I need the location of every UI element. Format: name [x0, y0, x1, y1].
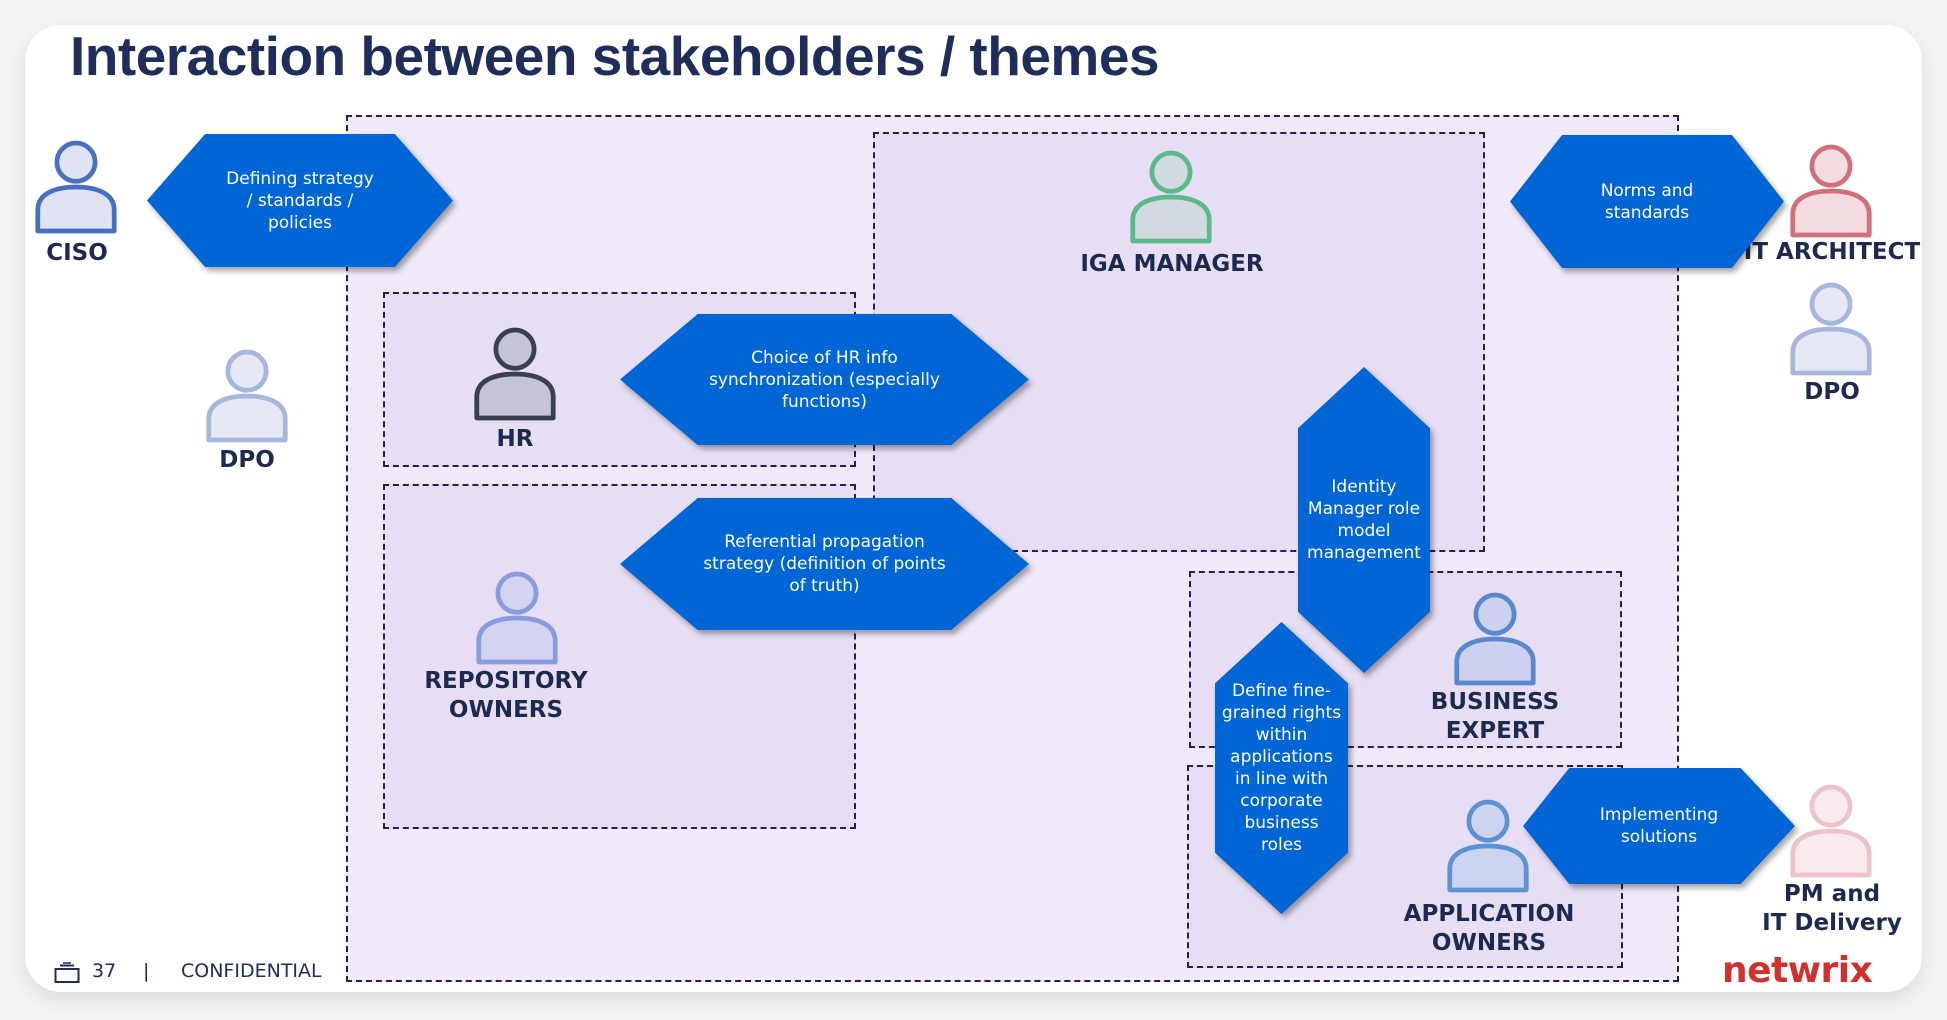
- theme-text-line: in line with: [1234, 769, 1329, 789]
- theme-text-line: applications: [1230, 747, 1333, 767]
- theme-text-line: functions): [782, 391, 867, 412]
- ciso-label: CISO: [46, 240, 108, 266]
- theme-norms-standards: Norms and standards: [1510, 135, 1784, 268]
- theme-referential-propagation-shape: Referential propagation strategy (defini…: [620, 498, 1029, 630]
- ciso-person-icon: [33, 138, 119, 236]
- theme-text-line: / standards /: [246, 190, 354, 211]
- theme-hr-sync-shape: Choice of HR info synchronization (espec…: [620, 314, 1029, 445]
- dpo-left-label: DPO: [219, 447, 275, 473]
- slides-icon: [54, 962, 80, 983]
- theme-norms-standards-shape: Norms and standards: [1510, 135, 1784, 268]
- dpo-left-person-icon: [204, 347, 290, 445]
- theme-text-line: synchronization (especially: [709, 369, 940, 390]
- theme-text-line: within: [1255, 725, 1308, 745]
- pm-it-delivery-person-icon: [1788, 782, 1874, 880]
- theme-text-line: of truth): [789, 576, 860, 596]
- it-architect-person-icon: [1788, 142, 1874, 240]
- theme-referential-propagation: Referential propagation strategy (defini…: [620, 498, 1029, 630]
- classification-label: CONFIDENTIAL: [181, 960, 322, 982]
- netwrix-logo: netwrix: [1722, 950, 1873, 991]
- theme-text-line: management: [1307, 543, 1421, 563]
- hr-person-icon: [472, 325, 558, 423]
- pm-it-delivery-label: PM and IT Delivery: [1762, 880, 1902, 938]
- pm-it-delivery-label-line2: IT Delivery: [1762, 910, 1902, 936]
- theme-implementing-solutions-shape: Implementing solutions: [1523, 768, 1795, 884]
- iga-manager-person-icon: [1128, 148, 1214, 246]
- repository-owners-person-icon: [474, 569, 560, 667]
- page-number: 37: [92, 960, 117, 982]
- theme-text-line: Identity: [1331, 477, 1397, 497]
- dpo-right-person-icon: [1788, 280, 1874, 378]
- theme-text-line: roles: [1260, 835, 1303, 855]
- repository-owners-label: REPOSITORY OWNERS: [424, 667, 587, 725]
- theme-defining-strategy: Defining strategy / standards / policies: [147, 134, 453, 267]
- it-architect-label: IT ARCHITECT: [1743, 239, 1921, 265]
- theme-text-line: grained rights: [1221, 703, 1342, 723]
- theme-text-line: Manager role: [1307, 499, 1421, 519]
- application-owners-person-icon: [1445, 797, 1531, 895]
- theme-identity-manager-role: Identity Manager role model management: [1298, 367, 1430, 673]
- slide-title: Interaction between stakeholders / theme…: [70, 25, 1160, 87]
- theme-text-line: Referential propagation: [724, 532, 925, 552]
- theme-implementing-solutions: Implementing solutions: [1523, 768, 1795, 884]
- business-expert-label-line2: EXPERT: [1445, 718, 1545, 744]
- theme-fine-grained-rights-shape: Define fine- grained rights within appli…: [1215, 622, 1348, 914]
- theme-text-line: Defining strategy: [226, 168, 374, 189]
- hr-label: HR: [496, 426, 534, 452]
- theme-fine-grained-rights: Define fine- grained rights within appli…: [1215, 622, 1348, 914]
- theme-text-line: strategy (definition of points: [703, 554, 946, 574]
- theme-text-line: business: [1244, 813, 1319, 833]
- theme-text-line: Norms and: [1600, 180, 1694, 201]
- theme-text-line: policies: [267, 212, 332, 233]
- theme-text-line: Implementing: [1599, 805, 1719, 825]
- theme-text-line: standards: [1604, 202, 1690, 223]
- theme-text-line: Define fine-: [1232, 681, 1331, 701]
- business-expert-label-line1: BUSINESS: [1430, 689, 1560, 715]
- dpo-right-label: DPO: [1804, 379, 1860, 405]
- theme-text-line: model: [1337, 521, 1391, 541]
- theme-hr-sync: Choice of HR info synchronization (espec…: [620, 314, 1029, 445]
- iga-manager-label: IGA MANAGER: [1080, 251, 1264, 277]
- repository-owners-label-line1: REPOSITORY: [424, 668, 588, 694]
- application-owners-label: APPLICATION OWNERS: [1404, 900, 1575, 958]
- theme-identity-manager-role-shape: Identity Manager role model management: [1298, 367, 1430, 673]
- application-owners-label-line1: APPLICATION: [1403, 901, 1575, 927]
- theme-text-line: corporate: [1240, 791, 1323, 811]
- theme-text-line: Choice of HR info: [751, 347, 898, 368]
- theme-defining-strategy-shape: Defining strategy / standards / policies: [147, 134, 453, 267]
- business-expert-label: BUSINESS EXPERT: [1431, 688, 1559, 746]
- theme-text-line: solutions: [1620, 827, 1698, 847]
- pm-it-delivery-label-line1: PM and: [1783, 881, 1881, 907]
- application-owners-label-line2: OWNERS: [1431, 930, 1547, 956]
- repository-owners-label-line2: OWNERS: [448, 697, 564, 723]
- footer-separator: |: [143, 960, 150, 982]
- business-expert-person-icon: [1452, 590, 1538, 688]
